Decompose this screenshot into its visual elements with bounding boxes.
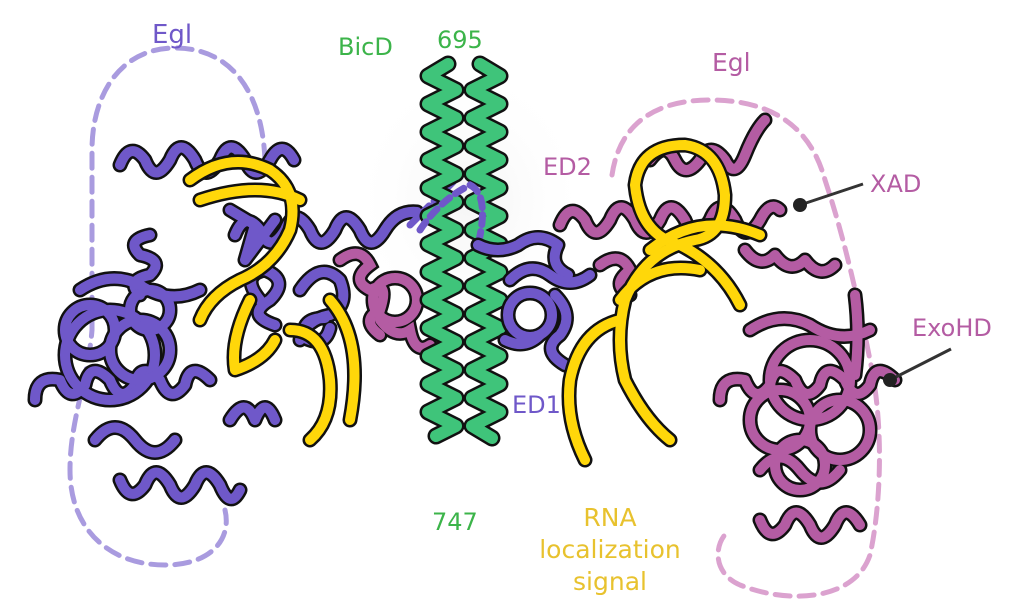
- xad-label: XAD: [870, 170, 922, 198]
- rna-label-line-3: signal: [573, 567, 647, 596]
- bicd-label: BicD: [338, 33, 393, 61]
- xad-pointer: [793, 182, 864, 212]
- exohd-label: ExoHD: [912, 314, 992, 342]
- rna-label-line-2: localization: [539, 535, 681, 564]
- egl-right-label: Egl: [712, 48, 751, 77]
- egl-left-label: Egl: [152, 20, 193, 50]
- rna-localization-signal-label: RNA localization signal: [520, 502, 700, 598]
- ed1-label: ED1: [512, 391, 561, 419]
- egl-center-dashed-linker: [416, 181, 486, 249]
- bicd-residue-start-label: 695: [437, 26, 483, 54]
- rna-left: [182, 154, 362, 448]
- egl-right-dashed-outline: [609, 97, 882, 599]
- ed2-label: ED2: [543, 153, 592, 181]
- egl-right-ed1: [470, 230, 598, 373]
- exohd-pointer: [883, 347, 952, 387]
- egl-right-ed2-left-fragment: [332, 246, 438, 356]
- bicd-residue-end-label: 747: [432, 508, 478, 536]
- rna-label-line-1: RNA: [583, 503, 637, 532]
- rna-right: [561, 137, 768, 468]
